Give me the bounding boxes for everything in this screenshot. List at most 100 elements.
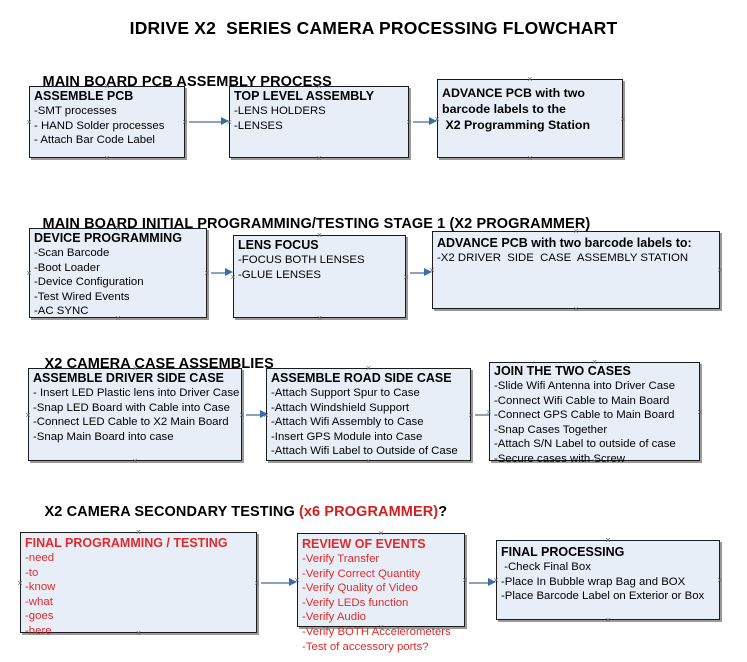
box-assemble-pcb[interactable]: ASSEMBLE PCB -SMT processes - HAND Solde… [29,86,185,158]
box-join-the-two-cases[interactable]: JOIN THE TWO CASES -Slide Wifi Antenna i… [489,362,700,465]
box-line: -Test Wired Events [34,290,130,303]
box-line: X2 Programming Station [442,118,591,132]
section-heading-accent: (x6 PROGRAMMER) [298,504,439,520]
box-line: -Attach Windshield Support [271,401,410,414]
box-line: barcode labels to the [442,102,566,116]
arrow-review-to-final-processing [469,578,496,587]
arrow-lens-focus-to-advance-pcb-driver [410,268,432,277]
box-final-processing[interactable]: FINAL PROCESSING -Check Final Box -Place… [496,540,720,620]
box-line: -Connect Wifi Cable to Main Board [494,394,670,407]
box-device-programming[interactable]: DEVICE PROGRAMMING -Scan Barcode -Boot L… [29,228,207,318]
box-line: ADVANCE PCB with two [442,86,585,100]
arrow-shaft [261,582,290,584]
box-line: -Insert GPS Module into Case [271,430,423,443]
box-line: -Connect GPS Cable to Main Board [494,409,675,422]
box-title: LENS FOCUS [238,238,319,252]
box-line: -GLUE LENSES [238,268,321,281]
section-heading-text: X2 CAMERA SECONDARY TESTING [44,504,299,520]
box-device-programming-content: DEVICE PROGRAMMING -Scan Barcode -Boot L… [34,231,204,319]
box-line: -Verify LEDs function [302,596,409,609]
arrow-shaft [246,414,261,416]
box-title: TOP LEVEL ASSEMBLY [234,89,375,103]
box-line: -know [25,581,56,594]
connector-handle-right[interactable] [203,269,211,277]
box-line: -here [25,624,52,637]
box-assemble-driver-side-case[interactable]: ASSEMBLE DRIVER SIDE CASE - Insert LED P… [28,368,242,461]
connector-handle-right[interactable] [253,579,261,587]
arrow-driver-case-to-road-case [246,410,268,419]
box-join-the-two-cases-content: JOIN THE TWO CASES -Slide Wifi Antenna i… [494,364,697,467]
connector-handle-bottom[interactable] [604,616,612,624]
connector-handle-left[interactable] [24,411,32,419]
connector-handle-right[interactable] [696,408,704,416]
box-line: -Attach Wifi Label to Outside of Case [271,445,458,458]
connector-handle-right[interactable] [461,576,469,584]
arrow-head-icon [260,410,268,418]
box-line: -need [25,552,55,564]
connector-handle-right[interactable] [405,118,413,126]
connector-handle-bottom[interactable] [103,154,111,162]
arrow-assemble-pcb-to-top-level [189,117,229,126]
box-line: -Boot Loader [34,261,100,274]
connector-handle-top[interactable] [604,536,612,544]
box-line: -Attach Wifi Assembly to Case [271,416,424,429]
page-title: IDRIVE X2 SERIES CAMERA PROCESSING FLOWC… [129,18,618,38]
connector-handle-left[interactable] [16,579,24,587]
box-line: -Verify Correct Quantity [302,567,421,580]
box-assemble-driver-side-case-content: ASSEMBLE DRIVER SIDE CASE - Insert LED P… [33,371,239,444]
box-final-programming-testing[interactable]: FINAL PROGRAMMING / TESTING -need -to -k… [20,532,257,637]
box-lens-focus[interactable]: LENS FOCUS -FOCUS BOTH LENSES -GLUE LENS… [233,235,406,318]
box-assemble-road-side-case[interactable]: ASSEMBLE ROAD SIDE CASE -Attach Support … [266,368,471,461]
connector-handle-bottom[interactable] [315,154,323,162]
connector-handle-bottom[interactable] [131,457,139,465]
connector-handle-right[interactable] [467,411,475,419]
arrow-shaft [413,121,430,123]
box-advance-pcb-programming-station[interactable]: ADVANCE PCB with two barcode labels to t… [437,79,623,158]
box-line: -Device Configuration [34,276,144,289]
connector-handle-right[interactable] [619,115,627,123]
box-advance-pcb-programming-station-content: ADVANCE PCB with two barcode labels to t… [442,85,620,133]
connector-handle-right[interactable] [716,266,724,274]
arrow-device-programming-to-lens-focus [211,268,233,277]
connector-handle-bottom[interactable] [316,314,324,322]
box-advance-pcb-driver-side[interactable]: ADVANCE PCB with two barcode labels to: … [432,231,720,309]
arrow-shaft [469,582,489,584]
arrow-head-icon [424,268,432,276]
box-line: - Insert LED Plastic lens into Driver Ca… [33,387,240,399]
section-heading-secondary-testing: X2 CAMERA SECONDARY TESTING (x6 PROGRAMM… [28,488,448,536]
arrow-head-icon [488,578,496,586]
connector-handle-left[interactable] [25,118,33,126]
connector-handle-left[interactable] [25,269,33,277]
box-title: ADVANCE PCB with two barcode labels to: [437,236,692,250]
box-assemble-pcb-content: ASSEMBLE PCB -SMT processes - HAND Solde… [34,89,182,148]
box-line: -Connect LED Cable to X2 Main Board [33,416,229,429]
box-review-of-events[interactable]: REVIEW OF EVENTS -Verify Transfer -Verif… [297,533,465,653]
connector-handle-top[interactable] [526,75,534,83]
connector-handle-right[interactable] [181,118,189,126]
box-line: -Snap Cases Together [494,423,608,436]
box-line: -Place In Bubble wrap Bag and BOX [501,575,686,588]
arrow-head-icon [289,578,297,586]
box-title: FINAL PROGRAMMING / TESTING [25,536,228,550]
box-line: -AC SYNC [34,305,89,318]
box-line: -Verify BOTH Accelerometers [302,625,451,638]
connector-handle-bottom[interactable] [572,305,580,313]
connector-handle-right[interactable] [238,411,246,419]
arrow-shaft [189,121,222,123]
box-line: -Attach S/N Label to outside of case [494,438,676,451]
connector-handle-bottom[interactable] [526,154,534,162]
box-title: DEVICE PROGRAMMING [34,231,182,245]
box-line: -Verify Audio [302,611,366,624]
box-line: -goes [25,610,54,623]
box-final-programming-testing-content: FINAL PROGRAMMING / TESTING -need -to -k… [25,536,254,639]
connector-handle-right[interactable] [402,273,410,281]
box-top-level-assembly[interactable]: TOP LEVEL ASSEMBLY -LENS HOLDERS -LENSES [229,86,409,158]
arrow-head-icon [429,117,437,125]
box-final-processing-content: FINAL PROCESSING -Check Final Box -Place… [501,545,717,604]
connector-handle-right[interactable] [716,576,724,584]
box-advance-pcb-driver-side-content: ADVANCE PCB with two barcode labels to: … [437,236,717,266]
box-review-of-events-content: REVIEW OF EVENTS -Verify Transfer -Verif… [302,537,462,654]
box-line: -FOCUS BOTH LENSES [238,254,365,266]
box-title: ASSEMBLE ROAD SIDE CASE [271,371,452,385]
box-line: -Verify Quality of Video [302,582,418,595]
